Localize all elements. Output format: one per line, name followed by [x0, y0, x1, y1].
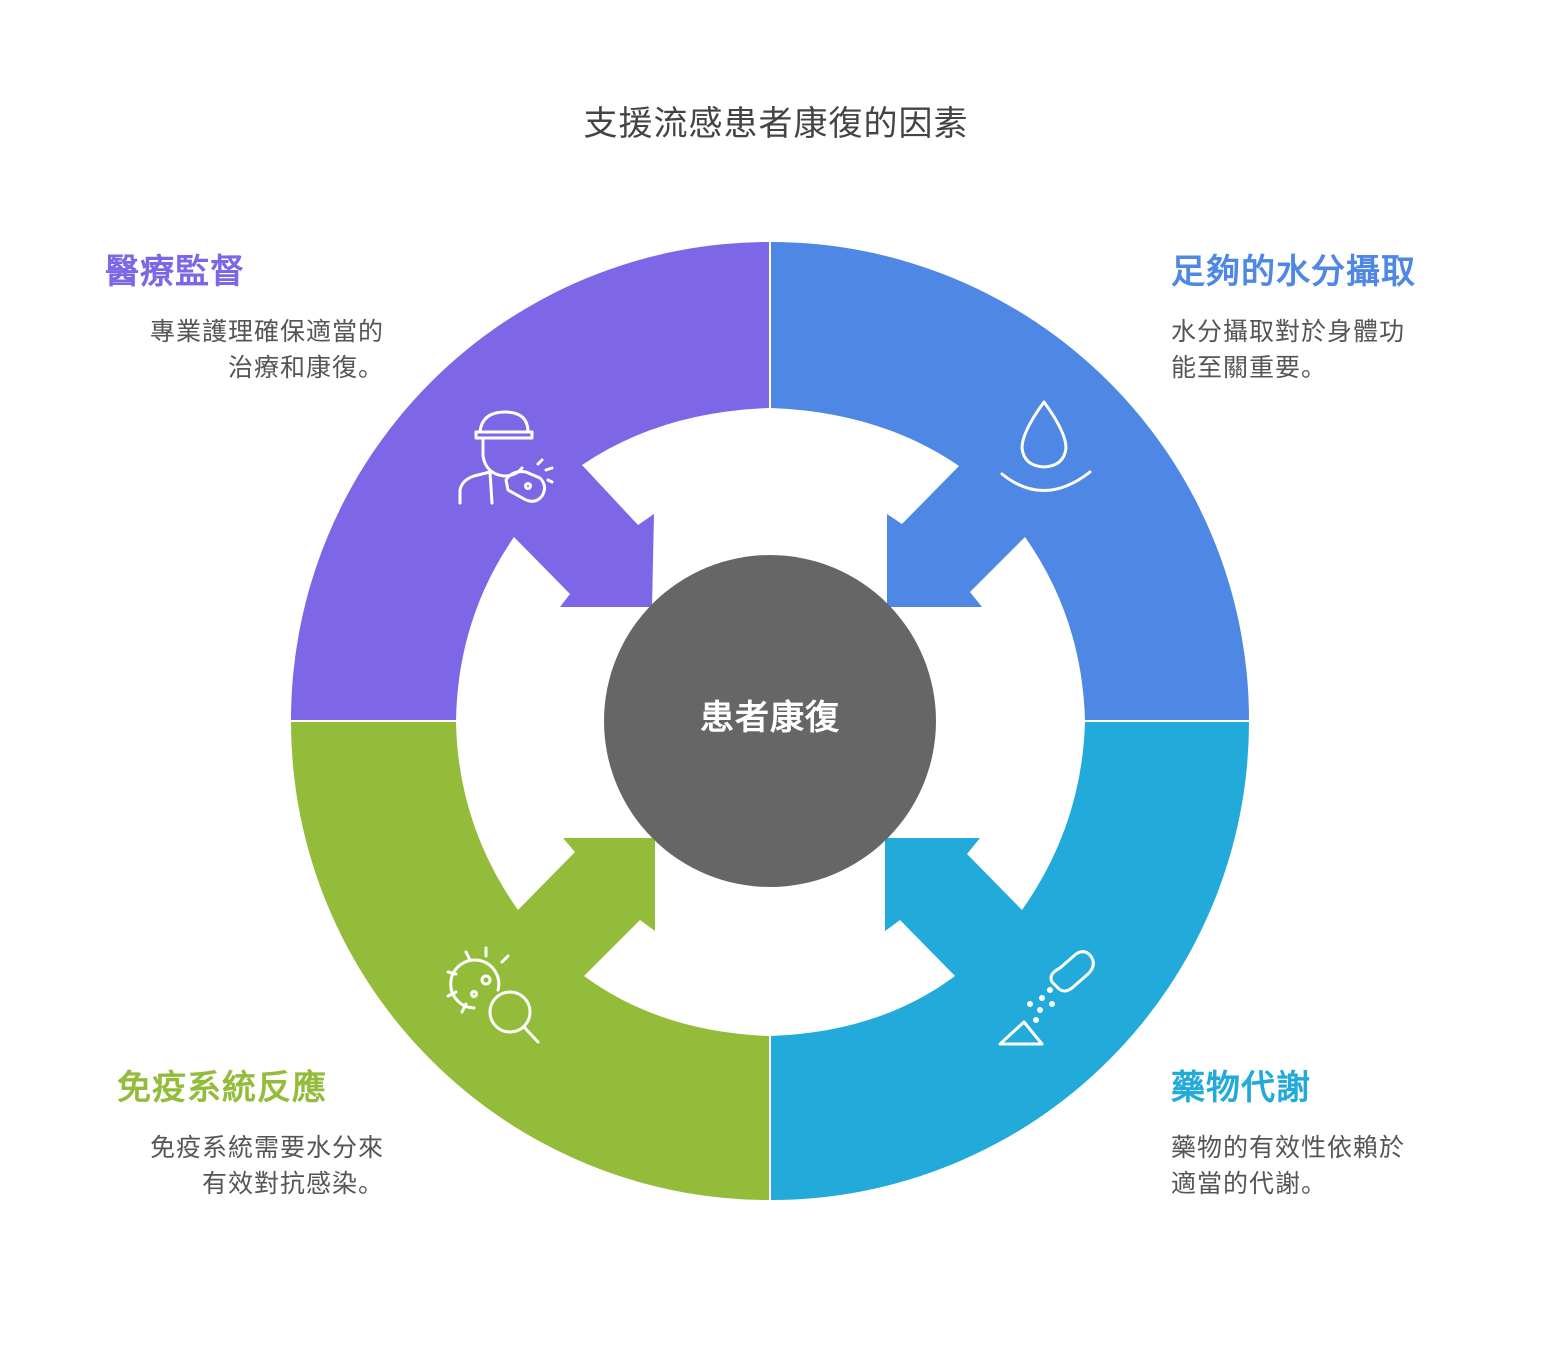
- desc-line: 有效對抗感染。: [201, 1169, 384, 1198]
- water-drop-icon: [1000, 400, 1092, 492]
- center-circle: [604, 555, 936, 887]
- desc-medical-supervision: 專業護理確保適當的 治療和康復。: [150, 314, 384, 386]
- heading-drug-metabolism: 藥物代謝: [1171, 1068, 1311, 1108]
- desc-immune-response: 免疫系統需要水分來 有效對抗感染。: [150, 1130, 384, 1202]
- virus-magnifier-icon: [446, 946, 540, 1044]
- desc-drug-metabolism: 藥物的有效性依賴於 適當的代謝。: [1171, 1130, 1405, 1202]
- pill-powder-icon: [998, 950, 1095, 1046]
- desc-line: 能至關重要。: [1171, 353, 1328, 382]
- center-label: 患者康復: [700, 698, 840, 738]
- doctor-icon: [458, 410, 554, 505]
- heading-immune-response: 免疫系統反應: [117, 1068, 327, 1108]
- desc-line: 治療和康復。: [227, 353, 384, 382]
- page-title: 支援流感患者康復的因素: [583, 104, 969, 144]
- heading-hydration: 足夠的水分攝取: [1171, 252, 1416, 292]
- desc-line: 適當的代謝。: [1171, 1169, 1328, 1198]
- segment-drug-metabolism[interactable]: [771, 722, 1249, 1200]
- desc-line: 免疫系統需要水分來: [149, 1133, 384, 1162]
- segment-immune-response[interactable]: [291, 722, 769, 1200]
- desc-line: 藥物的有效性依賴於: [1171, 1133, 1406, 1162]
- segment-medical-supervision[interactable]: [291, 242, 769, 720]
- desc-hydration: 水分攝取對於身體功 能至關重要。: [1171, 314, 1405, 386]
- desc-line: 專業護理確保適當的: [149, 317, 384, 346]
- heading-medical-supervision: 醫療監督: [105, 252, 245, 292]
- desc-line: 水分攝取對於身體功: [1171, 317, 1406, 346]
